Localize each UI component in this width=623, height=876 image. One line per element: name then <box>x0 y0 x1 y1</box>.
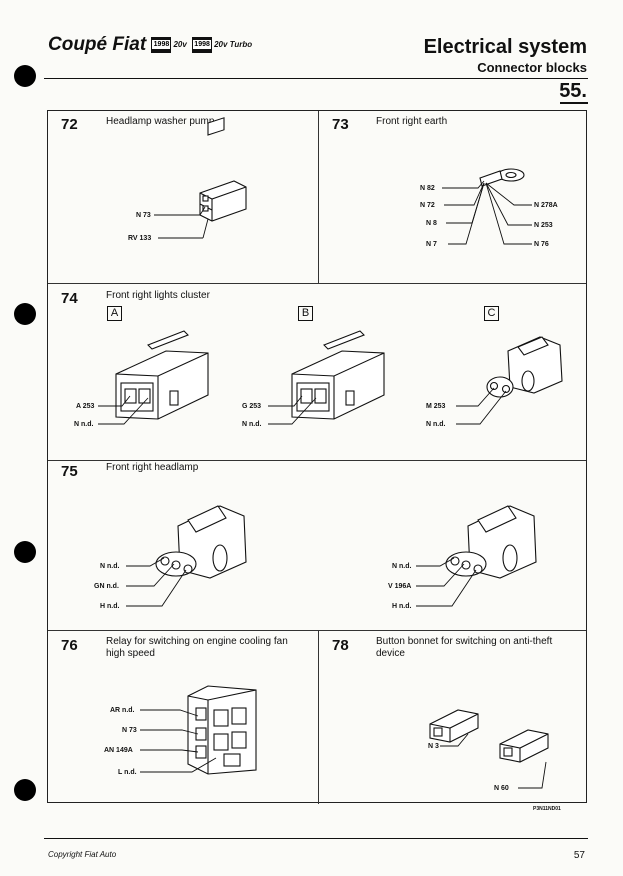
earth-point-diagram: N 82 N 72 N 8 N 7 N 278A N 253 N 76 <box>420 168 558 248</box>
headlamp-connectors-diagram: N n.d. GN n.d. H n.d. N n.d. V 196A H n.… <box>94 505 537 610</box>
panel-number: 78 <box>332 637 349 654</box>
wire-label: N n.d. <box>242 421 261 428</box>
column-divider <box>318 630 319 804</box>
wire-label: M 253 <box>426 403 446 410</box>
wire-label: H n.d. <box>392 603 411 610</box>
binder-hole <box>14 303 36 325</box>
brand-name: Coupé Fiat <box>48 34 147 55</box>
header-divider <box>44 78 588 79</box>
page-title: Electrical system <box>423 36 587 58</box>
section-number: 55. <box>559 80 587 102</box>
view-label-a: A <box>107 306 122 321</box>
panel-caption: Relay for switching on engine cooling fa… <box>106 636 288 659</box>
wire-label: N 82 <box>420 185 435 192</box>
section-underline <box>560 102 588 104</box>
binder-hole <box>14 65 36 87</box>
variant-label: 20v <box>173 40 187 50</box>
view-label-b: B <box>298 306 313 321</box>
wire-label: N 7 <box>426 241 437 248</box>
copyright: Copyright Fiat Auto <box>48 850 117 859</box>
car-logo-icon: 1998 <box>192 36 213 53</box>
car-logo-icon: 1998 <box>151 36 172 53</box>
row-divider <box>48 283 586 284</box>
panel-number: 73 <box>332 116 349 133</box>
wire-label: A 253 <box>76 403 95 410</box>
view-label-c: C <box>484 306 499 321</box>
wire-label: N n.d. <box>74 421 93 428</box>
panel-caption: Headlamp washer pump <box>106 116 215 127</box>
wire-label: N 3 <box>428 743 439 750</box>
wire-label: N 76 <box>534 241 549 248</box>
page-subtitle: Connector blocks <box>477 60 587 75</box>
binder-hole <box>14 779 36 801</box>
wire-label: N 73 <box>122 727 137 734</box>
footer-divider <box>44 838 588 839</box>
wire-label: N 60 <box>494 785 509 792</box>
wire-label: N 72 <box>420 202 435 209</box>
wire-label: N n.d. <box>100 563 119 570</box>
wire-label: AR n.d. <box>110 707 135 714</box>
wire-label: H n.d. <box>100 603 119 610</box>
lights-cluster-connectors-diagram: A 253 N n.d. G 253 N n.d. M 253 N n.d. <box>74 330 563 428</box>
panel-caption: Front right lights cluster <box>106 290 210 301</box>
wire-label: N 8 <box>426 220 437 227</box>
binder-hole <box>14 541 36 563</box>
wire-label: RV 133 <box>128 235 151 242</box>
wire-label: GN n.d. <box>94 583 119 590</box>
wire-label: L n.d. <box>118 769 137 776</box>
panel-number: 76 <box>61 637 78 654</box>
panel-number: 75 <box>61 463 78 480</box>
relay-connector-diagram: AR n.d. N 73 AN 149A L n.d. <box>104 685 257 776</box>
drawing-code: P3N11ND01 <box>533 806 561 812</box>
panel-caption: Button bonnet for switching on anti-thef… <box>376 636 553 659</box>
panel-caption: Front right headlamp <box>106 462 199 473</box>
wire-label: G 253 <box>242 403 261 410</box>
wire-label: V 196A <box>388 583 411 590</box>
panel-number: 74 <box>61 290 78 307</box>
variant-label: 20v Turbo <box>214 40 253 50</box>
row-divider <box>48 460 586 461</box>
wire-label: N 73 <box>136 212 151 219</box>
row-divider <box>48 630 586 631</box>
wire-label: N 278A <box>534 202 558 209</box>
column-divider <box>318 111 319 283</box>
washer-pump-connector-diagram: N 73 RV 133 <box>128 117 247 242</box>
panel-number: 72 <box>61 116 78 133</box>
diagram-frame: 72 Headlamp washer pump N 73 RV 133 73 F… <box>47 110 587 804</box>
bonnet-button-connector-diagram: N 3 N 60 <box>428 709 549 792</box>
panel-caption: Front right earth <box>376 116 448 127</box>
wire-label: N n.d. <box>426 421 445 428</box>
wire-label: N n.d. <box>392 563 411 570</box>
wire-label: AN 149A <box>104 747 133 754</box>
wire-label: N 253 <box>534 222 553 229</box>
page-number: 57 <box>573 850 585 861</box>
